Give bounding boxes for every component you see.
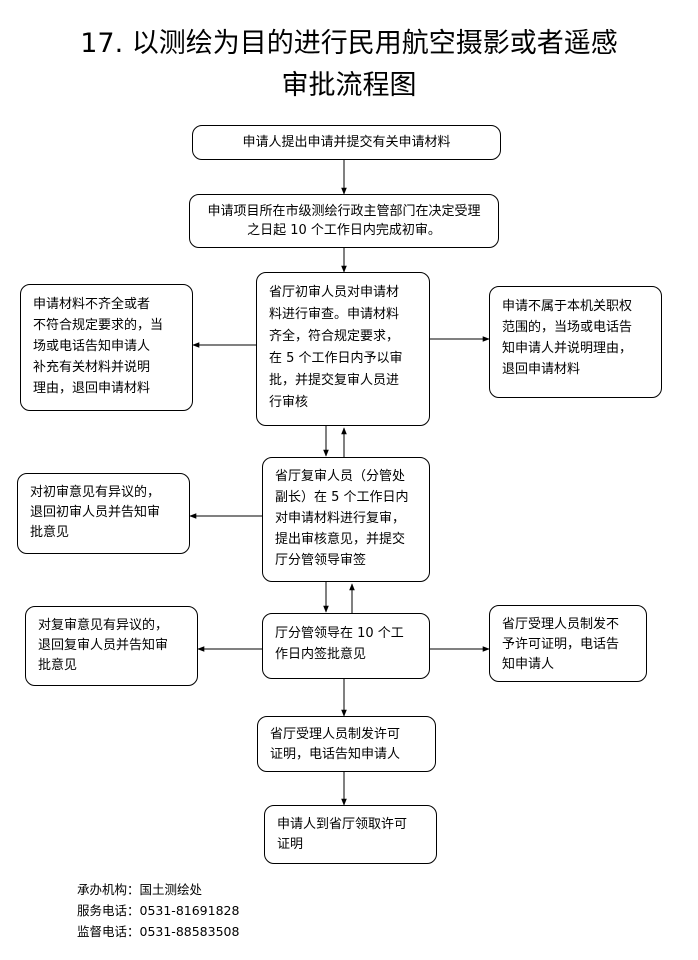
node-second-review-line: 省厅复审人员（分管处 bbox=[275, 469, 406, 484]
node-issue-permit-line: 省厅受理人员制发许可 bbox=[270, 727, 401, 742]
node-out-of-scope-line: 知申请人并说明理由， bbox=[502, 341, 633, 356]
node-preliminary-line: 申请项目所在市级测绘行政主管部门在决定受理 bbox=[207, 204, 481, 219]
node-second-review-line: 提出审核意见，并提交 bbox=[275, 532, 406, 547]
node-deny-permit-line: 省厅受理人员制发不 bbox=[502, 617, 620, 632]
node-reject-initial-line: 退回初审人员并告知审 bbox=[30, 505, 161, 520]
node-second-review-line: 对申请材料进行复审， bbox=[275, 511, 406, 526]
node-out-of-scope-line: 退回申请材料 bbox=[502, 362, 581, 377]
node-deny-permit: 省厅受理人员制发不 予许可证明，电话告 知申请人 bbox=[489, 605, 647, 682]
node-reject-initial-line: 批意见 bbox=[30, 525, 70, 540]
node-out-of-scope-line: 申请不属于本机关职权 bbox=[502, 299, 633, 314]
node-reject-second-line: 退回复审人员并告知审 bbox=[38, 638, 169, 653]
node-reject-second-line: 批意见 bbox=[38, 658, 78, 673]
node-incomplete-materials: 申请材料不齐全或者 不符合规定要求的，当 场或电话告知申请人 补充有关材料并说明… bbox=[20, 284, 193, 411]
node-initial-review: 省厅初审人员对申请材 料进行审查。申请材料 齐全，符合规定要求， 在 5 个工作… bbox=[256, 272, 430, 426]
node-deny-permit-line: 知申请人 bbox=[502, 657, 555, 672]
node-incomplete-line: 补充有关材料并说明 bbox=[33, 360, 151, 375]
node-initial-review-line: 行审核 bbox=[269, 395, 309, 410]
node-second-review: 省厅复审人员（分管处 副长）在 5 个工作日内 对申请材料进行复审， 提出审核意… bbox=[262, 457, 430, 582]
page-title-line-1: 17. 以测绘为目的进行民用航空摄影或者遥感 bbox=[80, 28, 618, 59]
footer-service-phone: 服务电话：0531-81691828 bbox=[77, 903, 240, 918]
node-apply-line: 申请人提出申请并提交有关申请材料 bbox=[242, 135, 451, 150]
footer-agency: 承办机构：国土测绘处 bbox=[77, 882, 203, 897]
node-second-review-line: 厅分管领导审签 bbox=[275, 553, 367, 568]
node-incomplete-line: 理由，退回申请材料 bbox=[33, 381, 151, 396]
node-apply: 申请人提出申请并提交有关申请材料 bbox=[192, 125, 501, 160]
node-initial-review-line: 批，并提交复审人员进 bbox=[269, 373, 400, 388]
node-out-of-scope: 申请不属于本机关职权 范围的，当场或电话告 知申请人并说明理由， 退回申请材料 bbox=[489, 286, 662, 398]
node-incomplete-line: 申请材料不齐全或者 bbox=[33, 297, 151, 312]
node-issue-permit: 省厅受理人员制发许可 证明，电话告知申请人 bbox=[257, 716, 436, 772]
page-title-line-2: 审批流程图 bbox=[281, 70, 417, 101]
node-leader-sign-line: 作日内签批意见 bbox=[275, 647, 367, 662]
node-collect-line: 证明 bbox=[277, 837, 304, 852]
node-incomplete-line: 不符合规定要求的，当 bbox=[33, 318, 164, 333]
node-second-review-line: 副长）在 5 个工作日内 bbox=[275, 490, 409, 505]
node-issue-permit-line: 证明，电话告知申请人 bbox=[270, 747, 401, 762]
node-out-of-scope-line: 范围的，当场或电话告 bbox=[502, 320, 633, 335]
node-reject-initial-line: 对初审意见有异议的， bbox=[30, 485, 161, 500]
node-leader-sign: 厅分管领导在 10 个工 作日内签批意见 bbox=[262, 613, 430, 679]
node-deny-permit-line: 予许可证明，电话告 bbox=[502, 637, 620, 652]
node-preliminary: 申请项目所在市级测绘行政主管部门在决定受理 之日起 10 个工作日内完成初审。 bbox=[189, 194, 499, 248]
node-leader-sign-line: 厅分管领导在 10 个工 bbox=[275, 626, 404, 641]
node-reject-second: 对复审意见有异议的， 退回复审人员并告知审 批意见 bbox=[25, 606, 198, 686]
node-initial-review-line: 料进行审查。申请材料 bbox=[269, 307, 400, 322]
node-initial-review-line: 在 5 个工作日内予以审 bbox=[269, 351, 403, 366]
node-collect-permit: 申请人到省厅领取许可 证明 bbox=[264, 805, 437, 864]
node-preliminary-line: 之日起 10 个工作日内完成初审。 bbox=[247, 223, 441, 238]
node-initial-review-line: 齐全，符合规定要求， bbox=[269, 329, 400, 344]
node-reject-initial: 对初审意见有异议的， 退回初审人员并告知审 批意见 bbox=[17, 473, 190, 554]
node-initial-review-line: 省厅初审人员对申请材 bbox=[269, 285, 400, 300]
node-incomplete-line: 场或电话告知申请人 bbox=[33, 339, 151, 354]
node-reject-second-line: 对复审意见有异议的， bbox=[38, 618, 169, 633]
footer-supervision-phone: 监督电话：0531-88583508 bbox=[77, 924, 240, 939]
node-collect-line: 申请人到省厅领取许可 bbox=[277, 817, 408, 832]
